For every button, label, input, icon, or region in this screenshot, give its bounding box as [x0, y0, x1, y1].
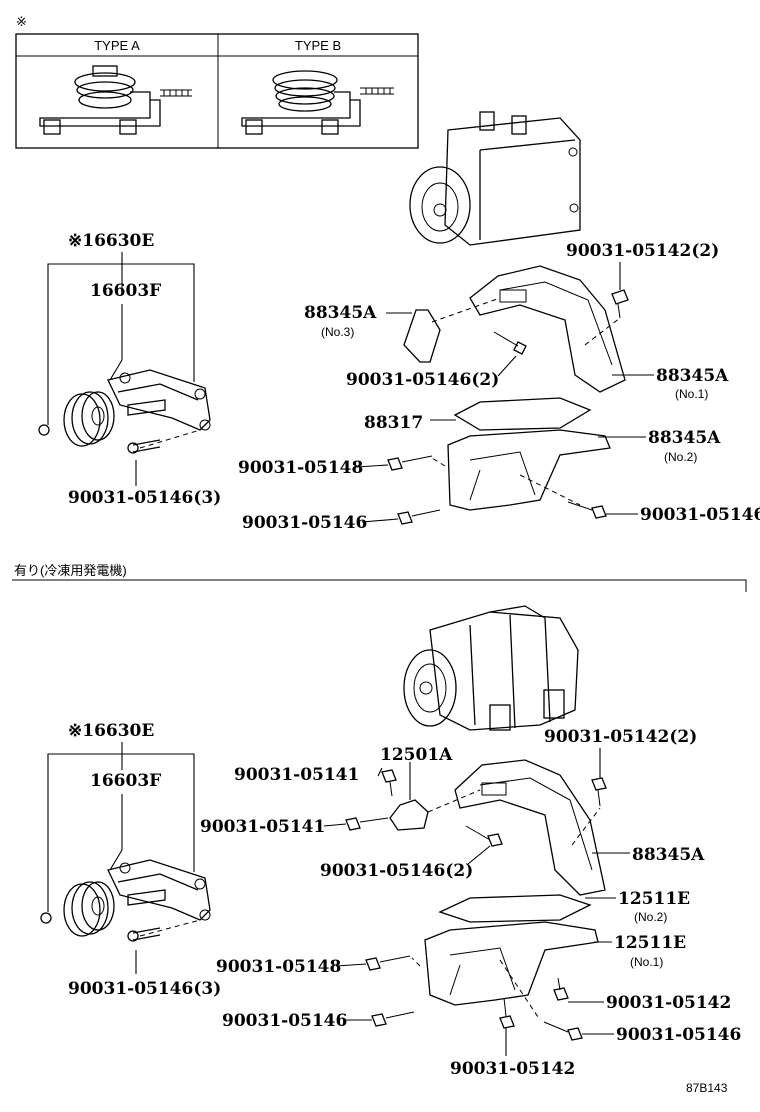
- label-05146-left-bottom: 90031-05146: [222, 1011, 347, 1031]
- bolts-top: [387, 289, 629, 525]
- label-05148-top: 90031-05148: [238, 458, 363, 478]
- section-title: 有り(冷凍用発電機): [14, 563, 127, 578]
- type-b-drawing: [241, 70, 394, 135]
- alternator-bottom: [403, 605, 579, 731]
- label-no1-bottom: (No.1): [630, 955, 663, 969]
- bracket-frame-top: [47, 252, 201, 486]
- label-no1: (No.1): [675, 387, 708, 401]
- label-05141-b: 90031-05141: [200, 817, 325, 837]
- label-88317: 88317: [364, 413, 423, 433]
- type-a-header: TYPE A: [94, 38, 140, 53]
- label-no3: (No.3): [321, 325, 354, 339]
- label-05146-left-top: 90031-05146: [242, 513, 367, 533]
- dashed-guides-bottom: [411, 789, 601, 1021]
- bracket-no2-top: [447, 429, 611, 511]
- leaders-bottom: [323, 748, 630, 1056]
- label-05142-bottom: 90031-05142: [450, 1059, 575, 1079]
- label-16603f-bottom: 16603F: [90, 771, 161, 791]
- label-88345a-no2: 88345A: [648, 428, 721, 448]
- section-divider: [12, 579, 747, 592]
- label-05141-a: 90031-05141: [234, 765, 359, 785]
- label-05148-bottom: 90031-05148: [216, 957, 341, 977]
- label-88345a-no1: 88345A: [656, 366, 729, 386]
- label-16603f-top: 16603F: [90, 281, 161, 301]
- leaders-top: [355, 262, 654, 523]
- bolts-bottom: [345, 769, 607, 1041]
- compressor-top: [409, 111, 581, 246]
- label-no2: (No.2): [664, 450, 697, 464]
- label-05146-right-bottom: 90031-05146: [616, 1025, 741, 1045]
- label-12511e-no1: 12511E: [614, 933, 686, 953]
- label-05146-2-bottom: 90031-05146(2): [320, 861, 473, 881]
- label-12511e-no2: 12511E: [618, 889, 690, 909]
- label-no2-bottom: (No.2): [634, 910, 667, 924]
- idler-assembly-bottom: [40, 859, 211, 942]
- label-88345a-no3: 88345A: [304, 303, 377, 323]
- label-05146-2-top: 90031-05146(2): [346, 370, 499, 390]
- plate-88317-top: [453, 397, 592, 431]
- bracket-12511e-no1: [424, 921, 599, 1006]
- dashed-guides-top: [431, 297, 621, 506]
- bracket-no1-top: [469, 265, 626, 393]
- idler-assembly-top: [38, 369, 211, 454]
- type-a-drawing: [39, 65, 192, 135]
- label-05142-2-bottom: 90031-05142(2): [544, 727, 697, 747]
- bracket-frame-bottom: [47, 742, 201, 974]
- label-05146-right-top: 90031-05146: [640, 505, 760, 525]
- diagram-code: 87B143: [686, 1081, 728, 1095]
- label-16630e-top: ※16630E: [68, 231, 154, 251]
- bracket-12501a: [389, 799, 429, 831]
- note-mark: ※: [16, 14, 27, 29]
- label-bolt-3-bottom: 90031-05146(3): [68, 979, 221, 999]
- label-88345a-bottom: 88345A: [632, 845, 705, 865]
- bracket-no3-top: [403, 309, 441, 363]
- type-b-header: TYPE B: [295, 38, 341, 53]
- type-inset-box: TYPE A TYPE B: [15, 33, 419, 149]
- bracket-88345a-bottom: [454, 759, 606, 896]
- label-05142-right-bottom: 90031-05142: [606, 993, 731, 1013]
- label-16630e-bottom: ※16630E: [68, 721, 154, 741]
- label-12501a: 12501A: [380, 745, 453, 765]
- plate-12511e-no2: [438, 894, 592, 923]
- label-05142-2-top: 90031-05142(2): [566, 241, 719, 261]
- label-bolt-3-top: 90031-05146(3): [68, 488, 221, 508]
